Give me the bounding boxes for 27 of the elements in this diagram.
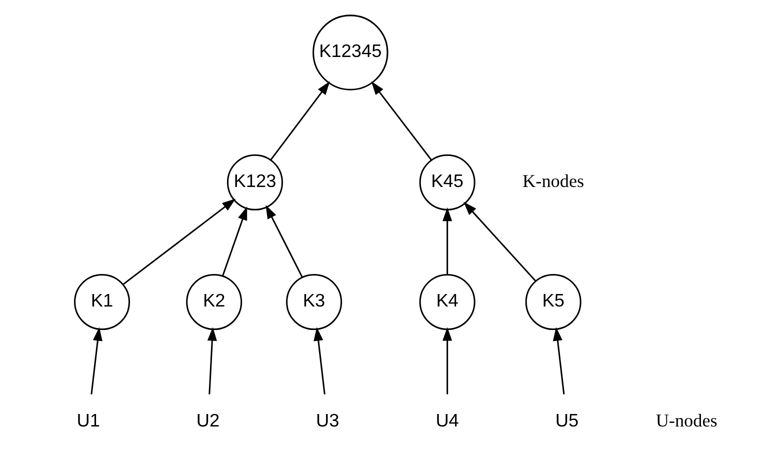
arrow	[552, 326, 564, 394]
node-circle: K4	[418, 274, 475, 330]
node-text: U4	[435, 410, 458, 430]
node-circle: K5	[524, 274, 581, 330]
arrow	[463, 201, 536, 281]
arrow	[122, 198, 236, 284]
node-circle: K3	[286, 274, 342, 330]
arrow	[90, 326, 102, 394]
arrow	[442, 206, 452, 274]
node-text: U5	[554, 410, 578, 430]
node-circle: K12345	[312, 14, 388, 90]
arrow	[370, 80, 432, 160]
arrow	[313, 326, 325, 394]
arrow	[442, 326, 452, 394]
label: K-nodes	[522, 170, 584, 191]
arrow	[222, 206, 247, 276]
node-text: U2	[196, 410, 220, 430]
node-circle: K1	[74, 274, 130, 330]
node-circle: K45	[418, 154, 475, 210]
node-text: U3	[316, 410, 339, 430]
arrow	[265, 204, 302, 277]
node-circle: K123	[226, 154, 282, 210]
arrow	[270, 80, 330, 160]
node-text: U1	[76, 410, 100, 430]
arrow	[206, 326, 216, 394]
label: U-nodes	[655, 410, 717, 430]
node-circle: K2	[186, 274, 242, 330]
